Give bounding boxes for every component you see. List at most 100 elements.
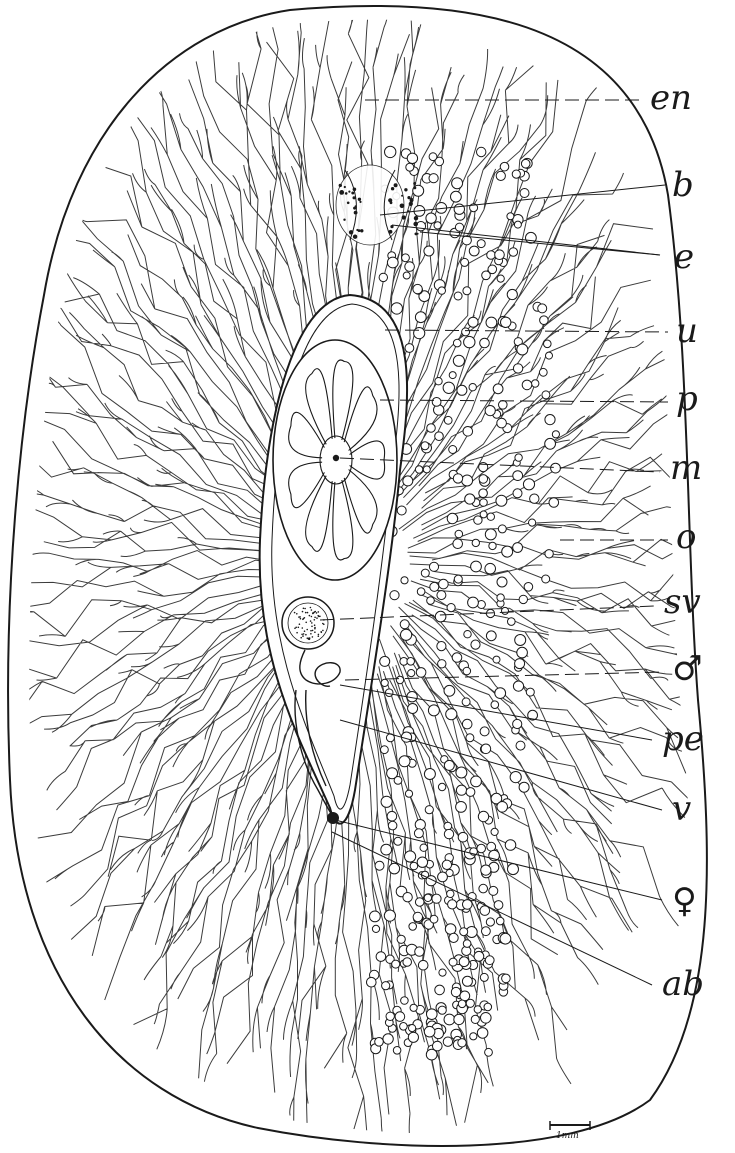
sperm-stipple bbox=[299, 616, 301, 618]
sperm-stipple bbox=[323, 624, 325, 626]
follicle bbox=[425, 806, 433, 814]
follicle bbox=[444, 685, 455, 696]
follicle bbox=[466, 788, 475, 797]
follicle bbox=[474, 516, 482, 524]
follicle bbox=[405, 344, 414, 353]
follicle bbox=[409, 1025, 416, 1032]
follicle bbox=[438, 660, 446, 668]
follicle bbox=[379, 273, 387, 281]
eye-spot bbox=[400, 204, 405, 209]
sperm-stipple bbox=[300, 618, 302, 620]
follicle bbox=[439, 579, 449, 589]
follicle bbox=[432, 894, 441, 903]
follicle bbox=[517, 344, 528, 355]
follicle bbox=[515, 454, 522, 461]
follicle bbox=[384, 910, 395, 921]
follicle bbox=[452, 178, 463, 189]
sperm-stipple bbox=[310, 633, 312, 635]
eye-spot bbox=[358, 229, 361, 232]
follicle bbox=[415, 466, 422, 473]
follicle bbox=[444, 416, 452, 424]
follicle bbox=[396, 676, 403, 683]
follicle bbox=[539, 368, 547, 376]
sperm-stipple bbox=[300, 637, 302, 639]
eye-spot bbox=[414, 187, 417, 190]
label-male: ♂ bbox=[672, 649, 702, 689]
follicle bbox=[380, 656, 390, 666]
label-b: b bbox=[672, 165, 694, 205]
follicle bbox=[481, 744, 491, 754]
follicle bbox=[502, 607, 509, 614]
follicle bbox=[455, 530, 463, 538]
follicle bbox=[424, 246, 434, 256]
follicle bbox=[519, 595, 527, 603]
sperm-stipple bbox=[302, 611, 304, 613]
follicle bbox=[542, 575, 550, 583]
follicle bbox=[479, 884, 488, 893]
eye-spot bbox=[339, 190, 344, 195]
eye-spot bbox=[351, 192, 354, 195]
follicle bbox=[432, 398, 441, 407]
follicle bbox=[497, 802, 508, 813]
follicle bbox=[403, 893, 412, 902]
follicle bbox=[420, 844, 427, 851]
pharynx bbox=[273, 340, 397, 580]
follicle bbox=[513, 364, 522, 373]
sperm-stipple bbox=[299, 623, 301, 625]
follicle bbox=[468, 317, 478, 327]
sperm-stipple bbox=[311, 616, 313, 618]
sperm-stipple bbox=[311, 626, 313, 628]
follicle bbox=[462, 976, 472, 986]
scale-bar-label: 1mm bbox=[556, 1131, 579, 1141]
eye-spot bbox=[409, 202, 413, 206]
follicle bbox=[463, 287, 471, 295]
follicle bbox=[410, 862, 418, 870]
follicle bbox=[387, 811, 397, 821]
sperm-stipple bbox=[311, 609, 313, 611]
follicle bbox=[465, 494, 475, 504]
follicle bbox=[472, 539, 479, 546]
follicle bbox=[524, 583, 533, 592]
follicle bbox=[513, 471, 523, 481]
follicle bbox=[482, 271, 491, 280]
follicle bbox=[514, 221, 521, 228]
label-e: e bbox=[674, 237, 694, 277]
follicle bbox=[462, 698, 470, 706]
follicle bbox=[429, 153, 437, 161]
follicle bbox=[458, 1039, 466, 1047]
sperm-stipple bbox=[302, 635, 304, 637]
follicle bbox=[453, 474, 462, 483]
follicle bbox=[513, 489, 522, 498]
follicle bbox=[400, 620, 409, 629]
seminal-vesicle bbox=[282, 597, 334, 649]
leader-line bbox=[385, 330, 668, 332]
follicle bbox=[399, 756, 410, 767]
follicle bbox=[544, 340, 552, 348]
follicle bbox=[496, 495, 507, 506]
follicle bbox=[480, 727, 489, 736]
follicle bbox=[423, 466, 430, 473]
follicle bbox=[460, 928, 468, 936]
follicle bbox=[367, 977, 377, 987]
follicle bbox=[491, 828, 498, 835]
follicle bbox=[500, 933, 511, 944]
follicle bbox=[414, 328, 425, 339]
follicle bbox=[508, 864, 519, 875]
follicle bbox=[471, 640, 480, 649]
sperm-stipple bbox=[305, 612, 307, 614]
sperm-stipple bbox=[303, 608, 305, 610]
follicle bbox=[447, 513, 457, 523]
follicle bbox=[424, 769, 435, 780]
follicle bbox=[400, 1023, 408, 1031]
sperm-stipple bbox=[312, 636, 314, 638]
follicle bbox=[463, 940, 471, 948]
sperm-stipple bbox=[314, 619, 316, 621]
follicle bbox=[496, 917, 504, 925]
follicle bbox=[397, 506, 406, 515]
sperm-stipple bbox=[301, 634, 303, 636]
follicle bbox=[459, 957, 469, 967]
follicle bbox=[458, 832, 468, 842]
follicle bbox=[405, 262, 415, 272]
follicle bbox=[376, 952, 386, 962]
